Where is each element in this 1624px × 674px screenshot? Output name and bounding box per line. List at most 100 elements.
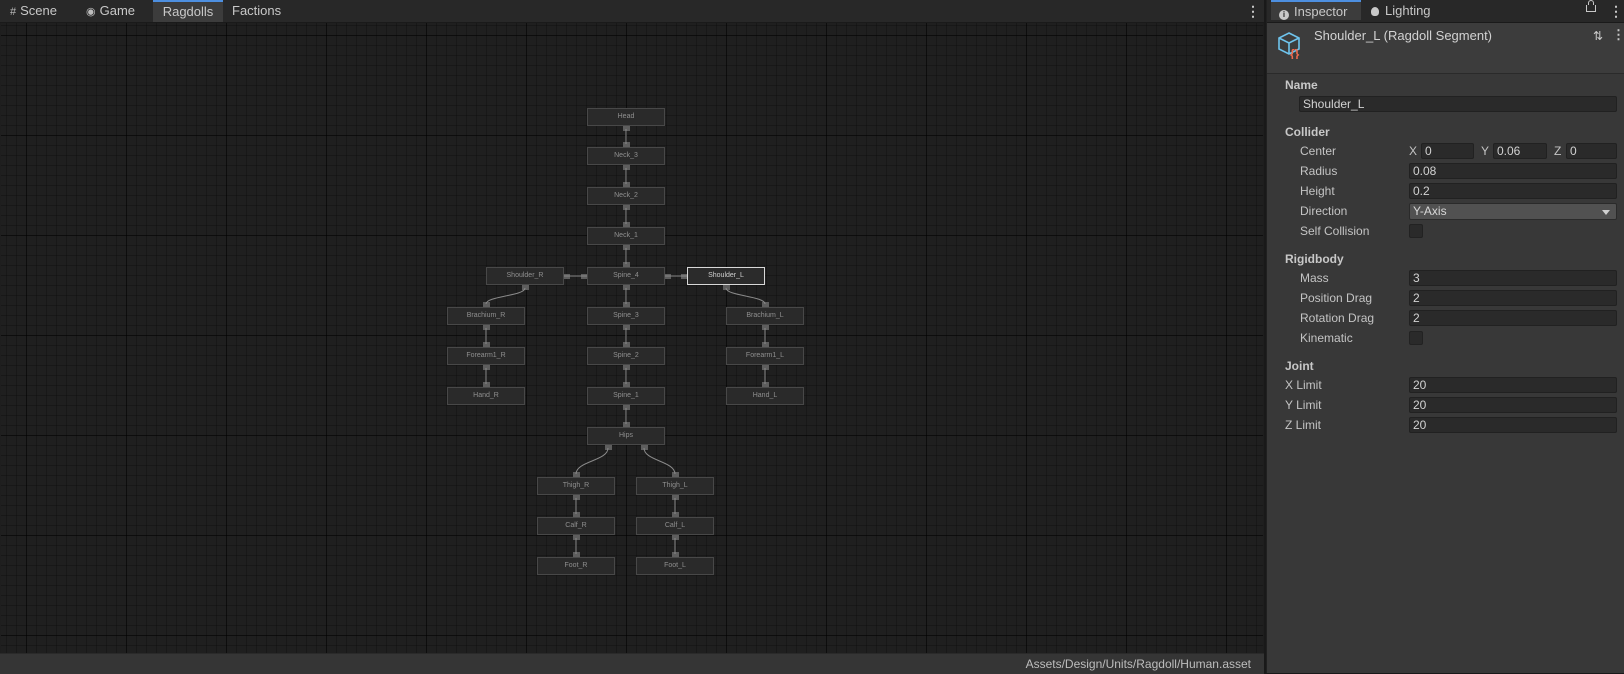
name-field[interactable] (1299, 96, 1617, 112)
graph-node-spine-2[interactable]: Spine_2 (587, 347, 665, 365)
position-drag-label: Position Drag (1300, 291, 1373, 305)
center-z-field[interactable] (1566, 143, 1617, 159)
center-x-axis-label: X (1409, 144, 1418, 158)
left-window-menu-icon[interactable]: ⋮ (1246, 3, 1260, 19)
graph-node-neck-1[interactable]: Neck_1 (587, 227, 665, 245)
center-y-field[interactable] (1493, 143, 1547, 159)
tab-lighting[interactable]: Lighting (1371, 0, 1431, 22)
graph-node-hand-l[interactable]: Hand_L (726, 387, 804, 405)
edge-port (672, 552, 679, 557)
graph-node-forearm1-l[interactable]: Forearm1_L (726, 347, 804, 365)
tab-ragdolls[interactable]: Ragdolls (153, 0, 223, 22)
rotation-drag-label: Rotation Drag (1300, 311, 1375, 325)
edge-port (623, 222, 630, 227)
edge-port (623, 325, 630, 330)
edge-port (762, 325, 769, 330)
collider-section-title: Collider (1285, 125, 1330, 139)
y-limit-field[interactable] (1409, 397, 1617, 413)
height-label: Height (1300, 184, 1335, 198)
graph-node-neck-2[interactable]: Neck_2 (587, 187, 665, 205)
height-field[interactable] (1409, 183, 1617, 199)
kinematic-label: Kinematic (1300, 331, 1353, 345)
lock-icon[interactable] (1586, 0, 1596, 12)
graph-node-foot-l[interactable]: Foot_L (636, 557, 714, 575)
graph-node-head[interactable]: Head (587, 108, 665, 126)
graph-node-spine-4[interactable]: Spine_4 (587, 267, 665, 285)
tab-game-label: Game (99, 3, 136, 18)
graph-node-calf-l[interactable]: Calf_L (636, 517, 714, 535)
graph-node-brachium-r[interactable]: Brachium_R (447, 307, 525, 325)
graph-node-shoulder-r[interactable]: Shoulder_R (486, 267, 564, 285)
edge-port (623, 342, 630, 347)
graph-node-forearm1-r[interactable]: Forearm1_R (447, 347, 525, 365)
edge-port (483, 342, 490, 347)
graph-node-brachium-l[interactable]: Brachium_L (726, 307, 804, 325)
svg-text:{}: {} (1290, 47, 1300, 59)
edge-port (573, 552, 580, 557)
ragdoll-segment-asset-icon: {} (1278, 32, 1300, 59)
right-tab-bar: i Inspector Lighting ⋮ (1267, 0, 1624, 23)
graph-node-spine-1[interactable]: Spine_1 (587, 387, 665, 405)
graph-node-shoulder-l[interactable]: Shoulder_L (687, 267, 765, 285)
edge-port (623, 182, 630, 187)
edge-port (623, 126, 630, 131)
graph-node-hand-r[interactable]: Hand_R (447, 387, 525, 405)
rotation-drag-field[interactable] (1409, 310, 1617, 326)
edge-port (483, 365, 490, 370)
graph-node-thigh-r[interactable]: Thigh_R (537, 477, 615, 495)
graph-node-foot-r[interactable]: Foot_R (537, 557, 615, 575)
tab-ragdolls-label: Ragdolls (162, 4, 214, 19)
edge-port (623, 285, 630, 290)
edge-port (623, 422, 630, 427)
kinematic-checkbox[interactable] (1409, 331, 1423, 345)
radius-label: Radius (1300, 164, 1338, 178)
edge-port (723, 285, 730, 290)
graph-node-neck-3[interactable]: Neck_3 (587, 147, 665, 165)
graph-node-calf-r[interactable]: Calf_R (537, 517, 615, 535)
self-collision-label: Self Collision (1300, 224, 1370, 238)
edge-port (762, 342, 769, 347)
z-limit-field[interactable] (1409, 417, 1617, 433)
radius-field[interactable] (1409, 163, 1617, 179)
info-icon: i (1279, 10, 1289, 20)
graph-node-thigh-l[interactable]: Thigh_L (636, 477, 714, 495)
z-limit-label: Z Limit (1285, 418, 1321, 432)
y-limit-label: Y Limit (1285, 398, 1322, 412)
component-menu-icon[interactable]: ⋮ (1612, 27, 1624, 42)
tab-inspector-label: Inspector (1294, 4, 1348, 19)
edge-port (762, 365, 769, 370)
lightbulb-icon (1371, 7, 1379, 16)
tab-factions[interactable]: Factions (232, 0, 281, 22)
center-x-field[interactable] (1421, 143, 1474, 159)
self-collision-checkbox[interactable] (1409, 224, 1423, 238)
edge-port (605, 445, 612, 450)
direction-label: Direction (1300, 204, 1348, 218)
direction-dropdown[interactable]: Y-Axis (1409, 203, 1617, 220)
graph-edges (483, 126, 769, 557)
center-label: Center (1300, 144, 1337, 158)
edge-port (623, 302, 630, 307)
right-window-menu-icon[interactable]: ⋮ (1609, 3, 1623, 19)
edge-Shoulder_L-Brachium_L (725, 287, 766, 305)
mass-field[interactable] (1409, 270, 1617, 286)
edge-port (483, 302, 490, 307)
gamepad-icon: ◉ (86, 6, 96, 18)
rigidbody-section-title: Rigidbody (1285, 252, 1344, 266)
tab-inspector[interactable]: i Inspector (1271, 0, 1361, 20)
edge-port (573, 495, 580, 500)
tab-game[interactable]: ◉Game (86, 0, 135, 22)
x-limit-field[interactable] (1409, 377, 1617, 393)
edge-port (623, 165, 630, 170)
tab-scene[interactable]: #Scene (10, 0, 57, 22)
edge-Hips-Thigh_R (575, 447, 609, 475)
name-section-title: Name (1285, 78, 1318, 92)
position-drag-field[interactable] (1409, 290, 1617, 306)
graph-node-spine-3[interactable]: Spine_3 (587, 307, 665, 325)
edge-port (762, 302, 769, 307)
graph-node-hips[interactable]: Hips (587, 427, 665, 445)
preset-settings-icon[interactable]: ⇅ (1592, 29, 1603, 43)
status-bar: Assets/Design/Units/Ragdoll/Human.asset (0, 653, 1264, 674)
